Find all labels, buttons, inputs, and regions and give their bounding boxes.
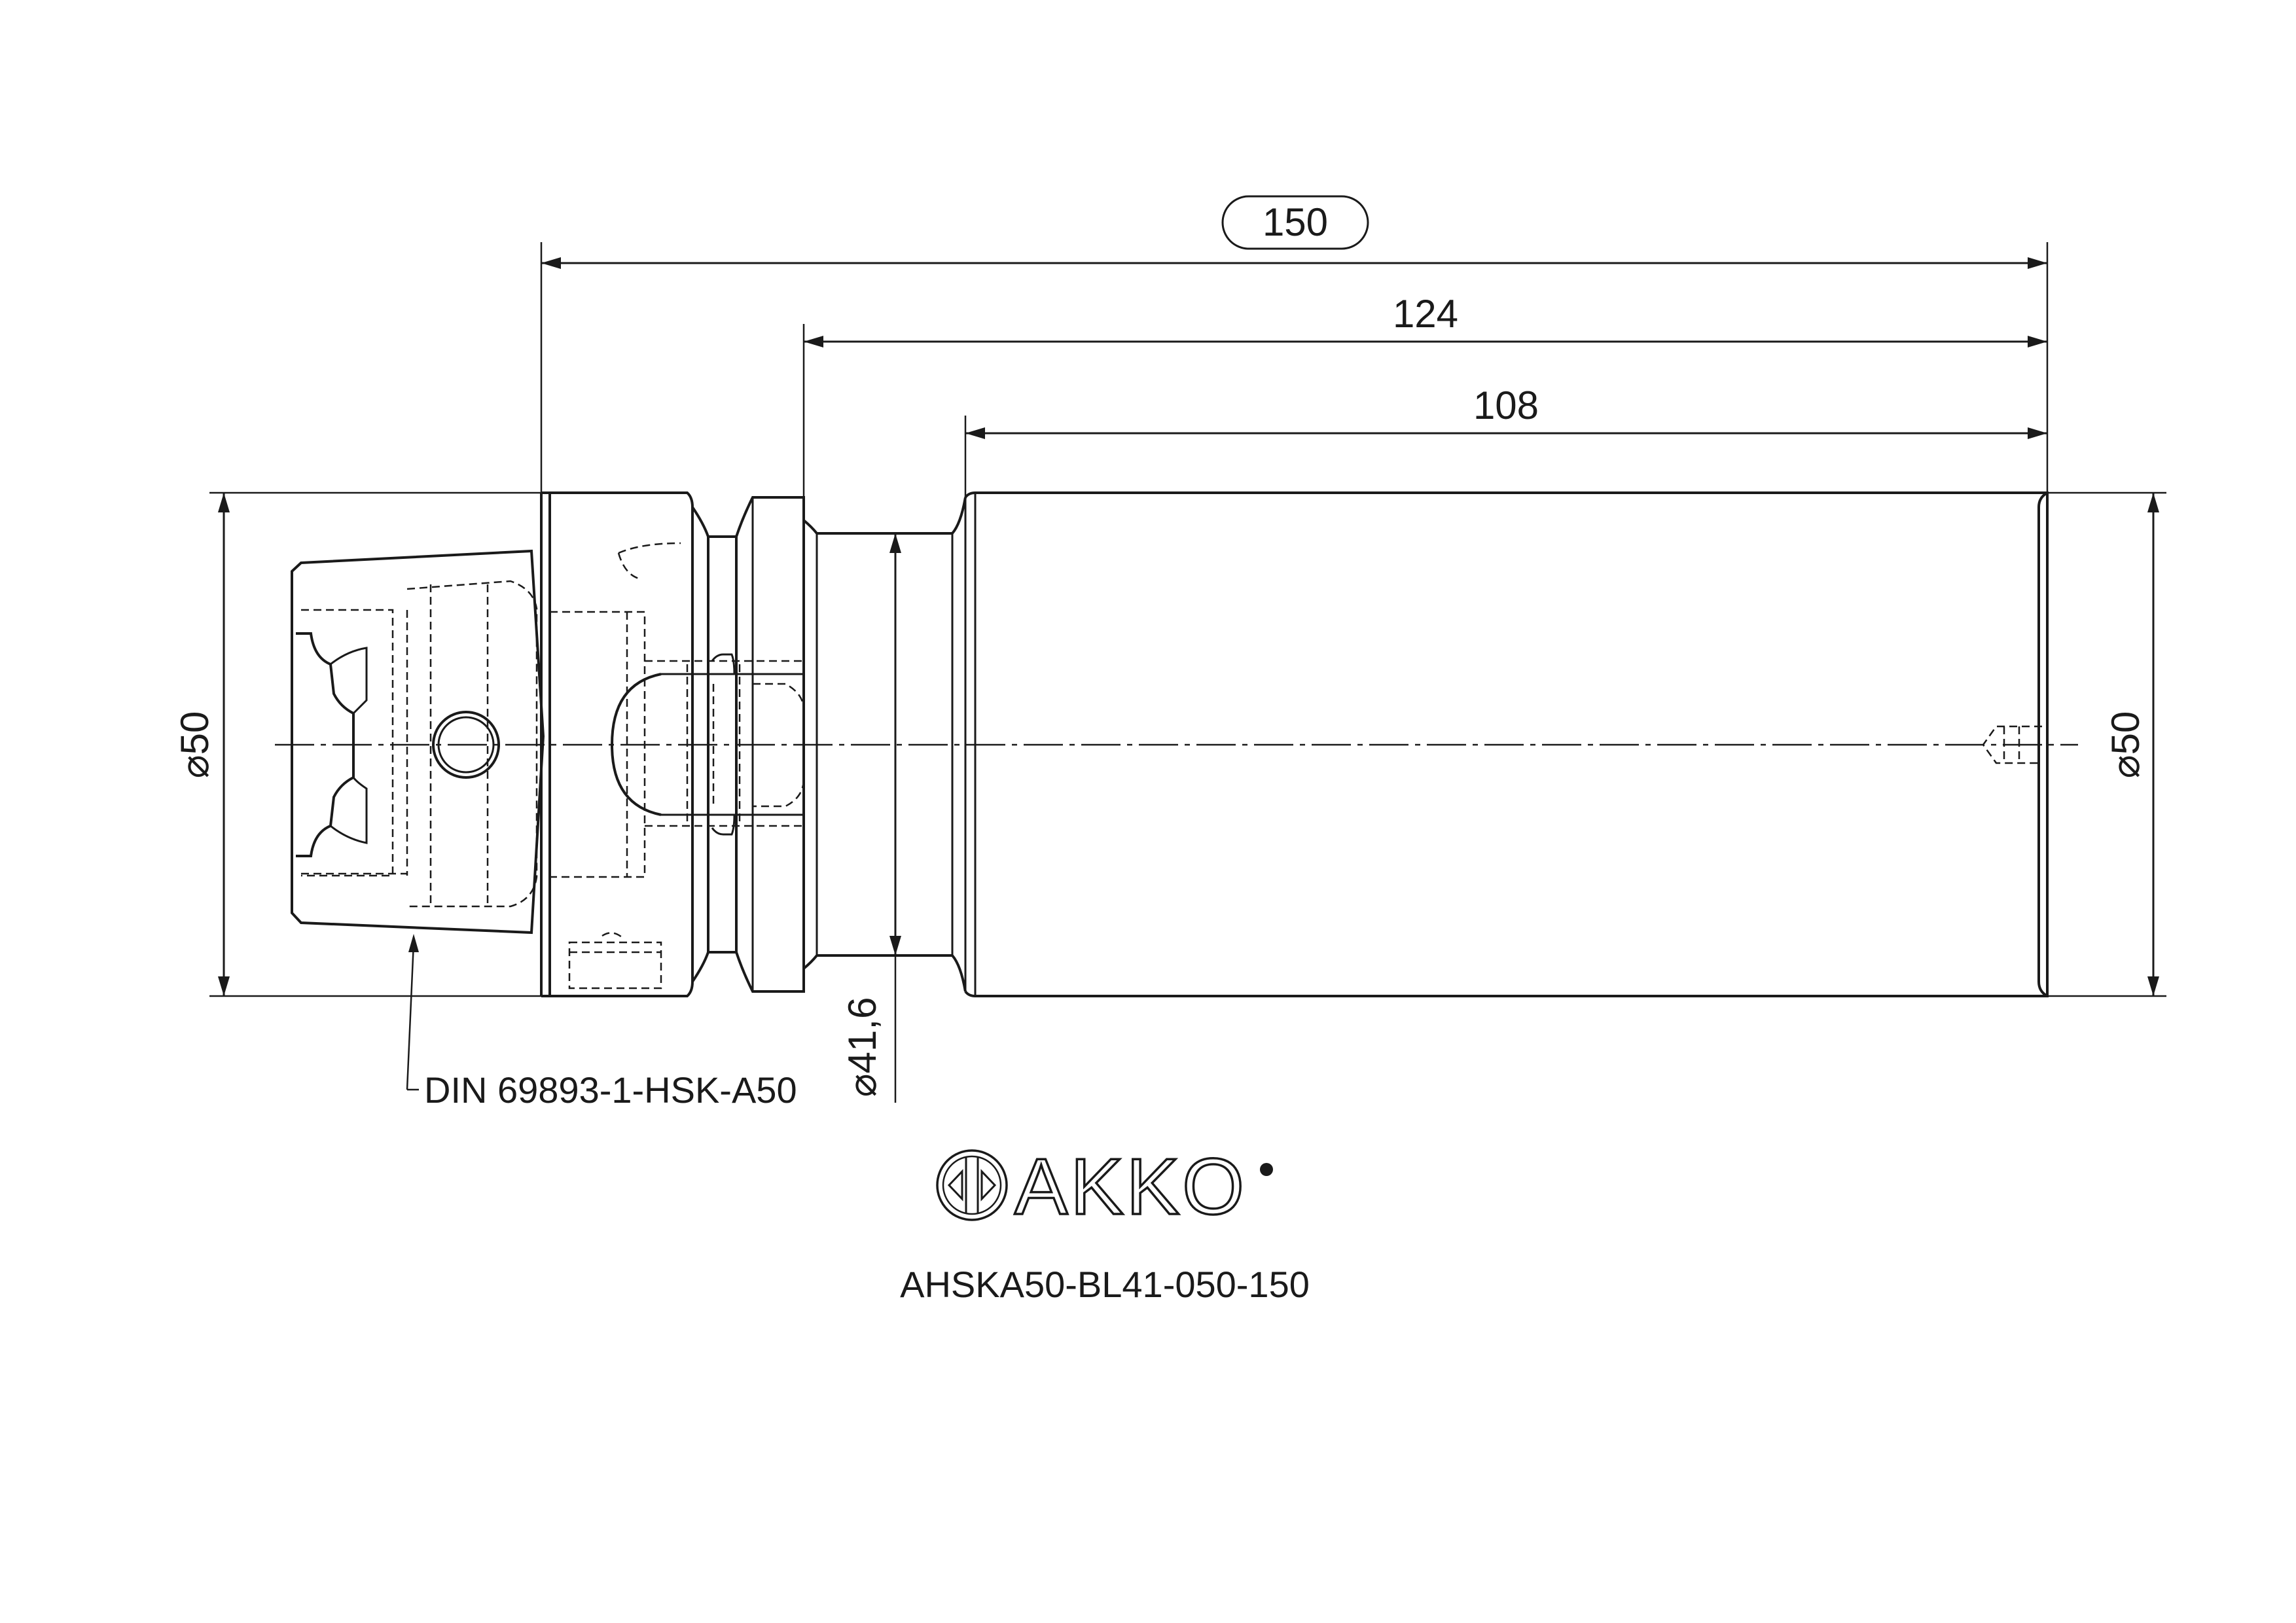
dimension-124-label: 124 <box>1393 292 1458 336</box>
akko-logo: AKKO <box>936 1141 1273 1232</box>
diameter-neck-label: ⌀41,6 <box>840 997 884 1097</box>
dimension-108: 108 <box>965 383 2047 439</box>
cross-hole <box>432 711 500 779</box>
dimension-150: 150 <box>541 195 2047 269</box>
extension-lines <box>209 242 2166 1103</box>
din-leader: DIN 69893-1-HSK-A50 <box>406 934 797 1111</box>
registered-dot <box>1260 1163 1273 1176</box>
dimension-108-label: 108 <box>1473 383 1539 427</box>
akko-logo-icon <box>936 1149 1008 1221</box>
reference-dimension-box <box>1221 195 1369 250</box>
part-number-label: AHSKA50-BL41-050-150 <box>900 1264 1310 1305</box>
akko-brand-text: AKKO <box>1014 1142 1247 1231</box>
diameter-right-label: ⌀50 <box>2104 711 2147 779</box>
diameter-left-label: ⌀50 <box>173 711 217 779</box>
dimension-124: 124 <box>804 292 2047 348</box>
dimension-diameter-right: ⌀50 <box>2104 493 2159 996</box>
blank-body <box>964 491 2049 997</box>
dimension-diameter-neck: ⌀41,6 <box>840 533 901 1097</box>
dimension-diameter-left: ⌀50 <box>173 493 230 996</box>
neck <box>802 497 967 992</box>
din-standard-label: DIN 69893-1-HSK-A50 <box>424 1069 797 1111</box>
hsk-taper <box>291 549 545 935</box>
dimension-150-label: 150 <box>1263 200 1328 244</box>
